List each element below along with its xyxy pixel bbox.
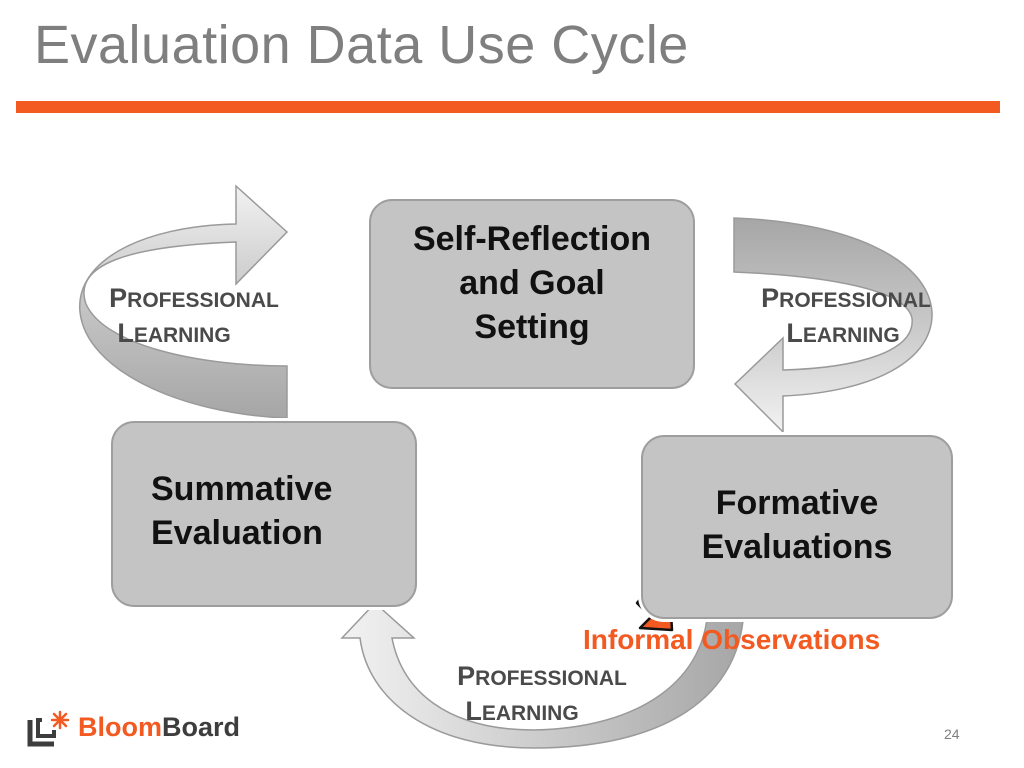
title-underline <box>16 101 1000 113</box>
summative-label: Summative Evaluation <box>151 467 332 555</box>
formative-line-2: Evaluations <box>701 528 893 566</box>
formative-line-1: Formative <box>715 484 879 522</box>
arrow-selfreflection-to-formative <box>733 217 933 434</box>
professional-learning-label-bottom: PROFESSIONAL LEARNING <box>457 661 627 726</box>
summative-line-2: Evaluation <box>151 514 323 552</box>
slide-title: Evaluation Data Use Cycle <box>34 15 689 75</box>
self-reflection-label: Self-Reflection and Goal Setting <box>369 217 695 349</box>
professional-learning-label-right: PROFESSIONAL LEARNING <box>761 283 931 348</box>
arrow-summative-to-selfreflection <box>79 184 289 419</box>
self-reflection-box: Self-Reflection and Goal Setting <box>366 196 698 392</box>
professional-learning-label-left: PROFESSIONAL LEARNING <box>109 283 279 348</box>
summative-box: Summative Evaluation <box>108 418 420 610</box>
self-reflection-line-1: Self-Reflection <box>412 220 652 258</box>
self-reflection-line-2: and Goal <box>459 264 605 302</box>
informal-observations-callout: Informal Observations <box>583 624 881 655</box>
summative-line-1: Summative <box>151 470 333 508</box>
bloomboard-wordmark: BloomBoard <box>78 712 241 742</box>
formative-box: Formative Evaluations <box>638 432 956 622</box>
bloomboard-mark-icon <box>27 710 70 747</box>
arrow-formative-to-summative <box>340 601 745 749</box>
formative-label: Formative Evaluations <box>641 481 953 569</box>
self-reflection-line-3: Setting <box>474 308 590 346</box>
page-number: 24 <box>944 726 960 742</box>
